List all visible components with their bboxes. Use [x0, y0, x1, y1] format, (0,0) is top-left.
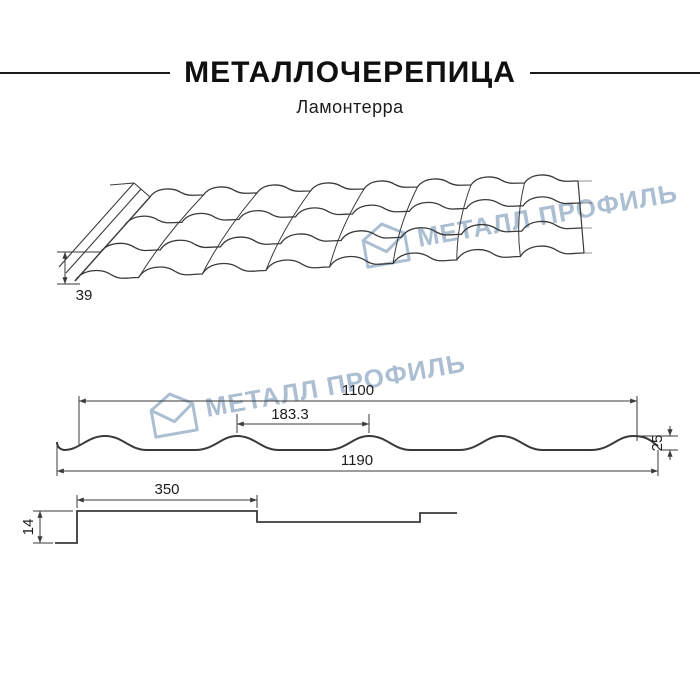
dimension-183-3: 183.3	[236, 406, 370, 433]
roof-edge-strip-1	[65, 188, 142, 274]
roof-wave-connector	[265, 190, 311, 271]
dim-label-1100: 1100	[342, 382, 374, 399]
dim-label-183-3: 183.3	[271, 406, 309, 423]
logo-m-fold	[150, 402, 194, 424]
dim-label-25: 25	[649, 435, 666, 452]
dim-label-14: 14	[20, 519, 37, 536]
roof-wave-connector	[201, 192, 258, 275]
title-rule-left	[0, 72, 171, 74]
dimension-14: 14	[20, 510, 73, 544]
step-profile-line	[55, 510, 457, 544]
roof-right-edge	[577, 180, 585, 254]
roof-wave-connector	[518, 182, 525, 257]
roof-wave-rows	[74, 174, 585, 282]
product-subtitle: Ламонтерра	[296, 97, 404, 117]
roof-wave-row	[149, 174, 579, 198]
dim-label-350: 350	[154, 481, 179, 498]
roof-perspective-drawing: 39	[57, 174, 592, 304]
dimension-1190: 1190	[56, 446, 659, 476]
dim-label-39: 39	[76, 287, 93, 304]
roof-strip-cap	[133, 182, 151, 198]
page-title: МЕТАЛЛОЧЕРЕПИЦА	[184, 56, 516, 89]
title-rule-right	[529, 72, 700, 74]
roof-left-edge	[74, 196, 151, 282]
dim-label-1190: 1190	[341, 452, 373, 469]
dimension-350: 350	[76, 481, 258, 508]
title-row: МЕТАЛЛОЧЕРЕПИЦА	[0, 56, 700, 90]
roof-wave-connector	[138, 194, 204, 278]
roof-wave-connector	[329, 188, 365, 268]
profile-wave-line	[56, 434, 659, 452]
overlap-step-drawing: 350 14	[20, 481, 457, 544]
profile-section-drawing: 1100 183.3 25 1190	[56, 382, 678, 476]
dimension-39: 39	[57, 251, 100, 304]
dimension-1100: 1100	[78, 382, 638, 446]
roof-wave-row	[124, 196, 581, 226]
roof-wave-row	[74, 245, 585, 282]
dimension-25: 25	[640, 426, 678, 460]
logo-m-fold	[362, 232, 406, 254]
roof-edge-strip-2	[58, 182, 135, 268]
roof-wave-connector	[456, 184, 472, 261]
roof-wave-row	[99, 220, 583, 254]
roof-strip-end	[109, 182, 135, 186]
roof-wave-connector	[392, 186, 418, 264]
